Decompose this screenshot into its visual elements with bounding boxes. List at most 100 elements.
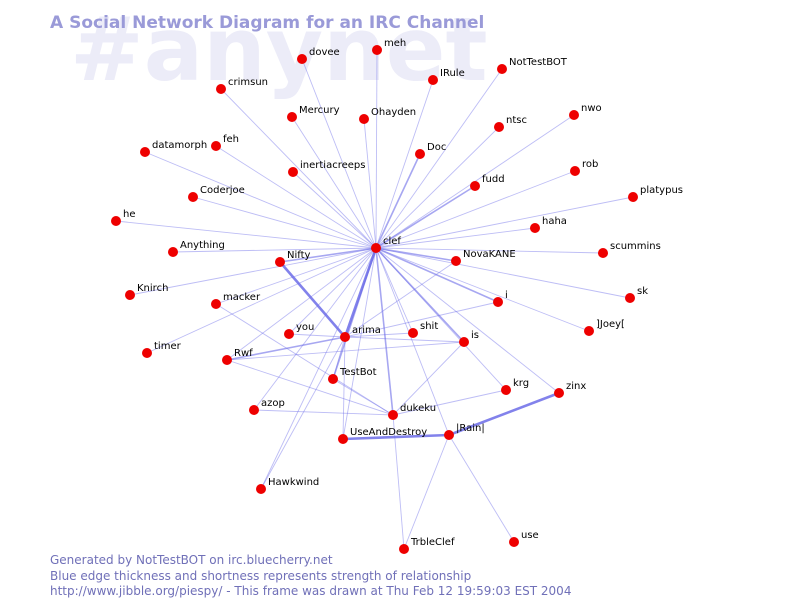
edge-arima-TestBot xyxy=(332,336,346,380)
edge-Rwf-is xyxy=(226,341,465,361)
node-label: ]Joey[ xyxy=(596,319,625,330)
edge-macker-dukeku xyxy=(215,303,394,416)
edge-clef-Hawkwind xyxy=(260,247,377,490)
node-dot xyxy=(570,166,580,176)
footer-generated-by: Generated by NotTestBOT on irc.bluecherr… xyxy=(50,553,333,567)
edge-clef-Rain xyxy=(375,247,450,436)
node-label: Doc xyxy=(427,142,446,153)
node-label: Rwf xyxy=(234,348,253,359)
node-Anything: Anything xyxy=(168,240,225,257)
node-dot xyxy=(328,374,338,384)
node-dot xyxy=(399,544,409,554)
node-label: Hawkwind xyxy=(268,477,319,488)
edge-clef-he xyxy=(115,220,377,249)
edge-clef-timer xyxy=(146,247,377,354)
node-label: feh xyxy=(223,134,239,145)
node-label: datamorph xyxy=(152,140,207,151)
node-label: timer xyxy=(154,341,182,352)
node-dot xyxy=(168,247,178,257)
node-dot xyxy=(494,122,504,132)
node-Doc: Doc xyxy=(415,142,446,159)
node-use: use xyxy=(509,530,539,547)
node-dot xyxy=(554,388,564,398)
node-dot xyxy=(284,329,294,339)
edge-krg-dukeku xyxy=(392,389,507,416)
node-dot xyxy=(142,348,152,358)
node-platypus: platypus xyxy=(628,185,683,202)
node-shit: shit xyxy=(408,321,438,338)
node-label: azop xyxy=(261,398,285,409)
node-label: meh xyxy=(384,38,406,49)
edge-clef-rob xyxy=(375,170,576,249)
edge-Rwf-dukeku xyxy=(226,359,394,416)
node-nwo: nwo xyxy=(569,103,602,120)
edge-clef-Mercury xyxy=(291,116,377,249)
node-Nifty: Nifty xyxy=(275,250,311,267)
node-dot xyxy=(371,243,381,253)
node-datamorph: datamorph xyxy=(140,140,207,157)
node-dot xyxy=(288,167,298,177)
node-label: NovaKANE xyxy=(463,249,516,260)
edge-clef-inertiacreeps xyxy=(292,171,377,249)
node-sk: sk xyxy=(625,286,648,303)
node-TrbleClef: TrbleClef xyxy=(399,537,455,554)
node-dot xyxy=(256,484,266,494)
node-dot xyxy=(211,299,221,309)
node-ntsc: ntsc xyxy=(494,115,527,132)
node-he: he xyxy=(111,209,136,226)
edge-Nifty-arima xyxy=(279,261,346,338)
node-azop: azop xyxy=(249,398,285,415)
edge-clef-crimsun xyxy=(220,88,377,249)
node-crimsun: crimsun xyxy=(216,77,268,94)
edge-clef-NotTestBOT xyxy=(375,68,503,249)
node-dot xyxy=(222,355,232,365)
node-zinx: zinx xyxy=(554,381,586,398)
node-TestBot: TestBot xyxy=(328,367,377,384)
edge-clef-Coderjoe xyxy=(192,196,377,249)
node-label: UseAndDestroy xyxy=(350,427,427,438)
edge-arima-Rwf xyxy=(226,336,346,361)
node-dot xyxy=(625,293,635,303)
edge-clef-is xyxy=(375,247,465,343)
node-dot xyxy=(188,192,198,202)
node-label: TrbleClef xyxy=(410,537,455,548)
node-Rain: |Rain| xyxy=(444,423,485,440)
node-label: Coderjoe xyxy=(200,185,245,196)
node-label: shit xyxy=(420,321,438,332)
node-dot xyxy=(340,332,350,342)
channel-watermark: #anynet xyxy=(70,0,488,101)
edge-Rain-UseAndDestroy xyxy=(342,433,450,441)
node-label: IRule xyxy=(440,68,465,79)
edge-clef-ntsc xyxy=(375,126,500,249)
edge-arima-you xyxy=(288,333,346,338)
node-dot xyxy=(125,290,135,300)
node-arima: arima xyxy=(340,325,381,342)
node-label: sk xyxy=(637,286,648,297)
node-dot xyxy=(501,385,511,395)
node-label: ntsc xyxy=(506,115,527,126)
edge-clef-dovee xyxy=(301,58,377,249)
edge-clef-datamorph xyxy=(144,151,377,249)
nodes-layer: clefmehdoveeIRuleNotTestBOTcrimsunMercur… xyxy=(111,38,683,554)
node-inertiacreeps: inertiacreeps xyxy=(288,160,365,177)
edge-clef-Anything xyxy=(172,247,377,253)
node-dot xyxy=(211,141,221,151)
edge-clef-shit xyxy=(375,247,414,334)
node-Coderjoe: Coderjoe xyxy=(188,185,245,202)
edge-Rain-TrbleClef xyxy=(403,434,450,550)
node-dot xyxy=(297,54,307,64)
edge-clef-Knirch xyxy=(129,247,377,296)
node-dot xyxy=(497,64,507,74)
node-dot xyxy=(249,405,259,415)
edge-clef-Rwf xyxy=(226,247,377,361)
edge-arima-Hawkwind xyxy=(260,336,346,490)
node-fudd: fudd xyxy=(470,174,505,191)
edge-clef-Doc xyxy=(375,153,421,249)
node-label: zinx xyxy=(566,381,586,392)
node-dot xyxy=(569,110,579,120)
node-label: i xyxy=(505,290,508,301)
node-dot xyxy=(415,149,425,159)
node-label: scummins xyxy=(610,241,661,252)
